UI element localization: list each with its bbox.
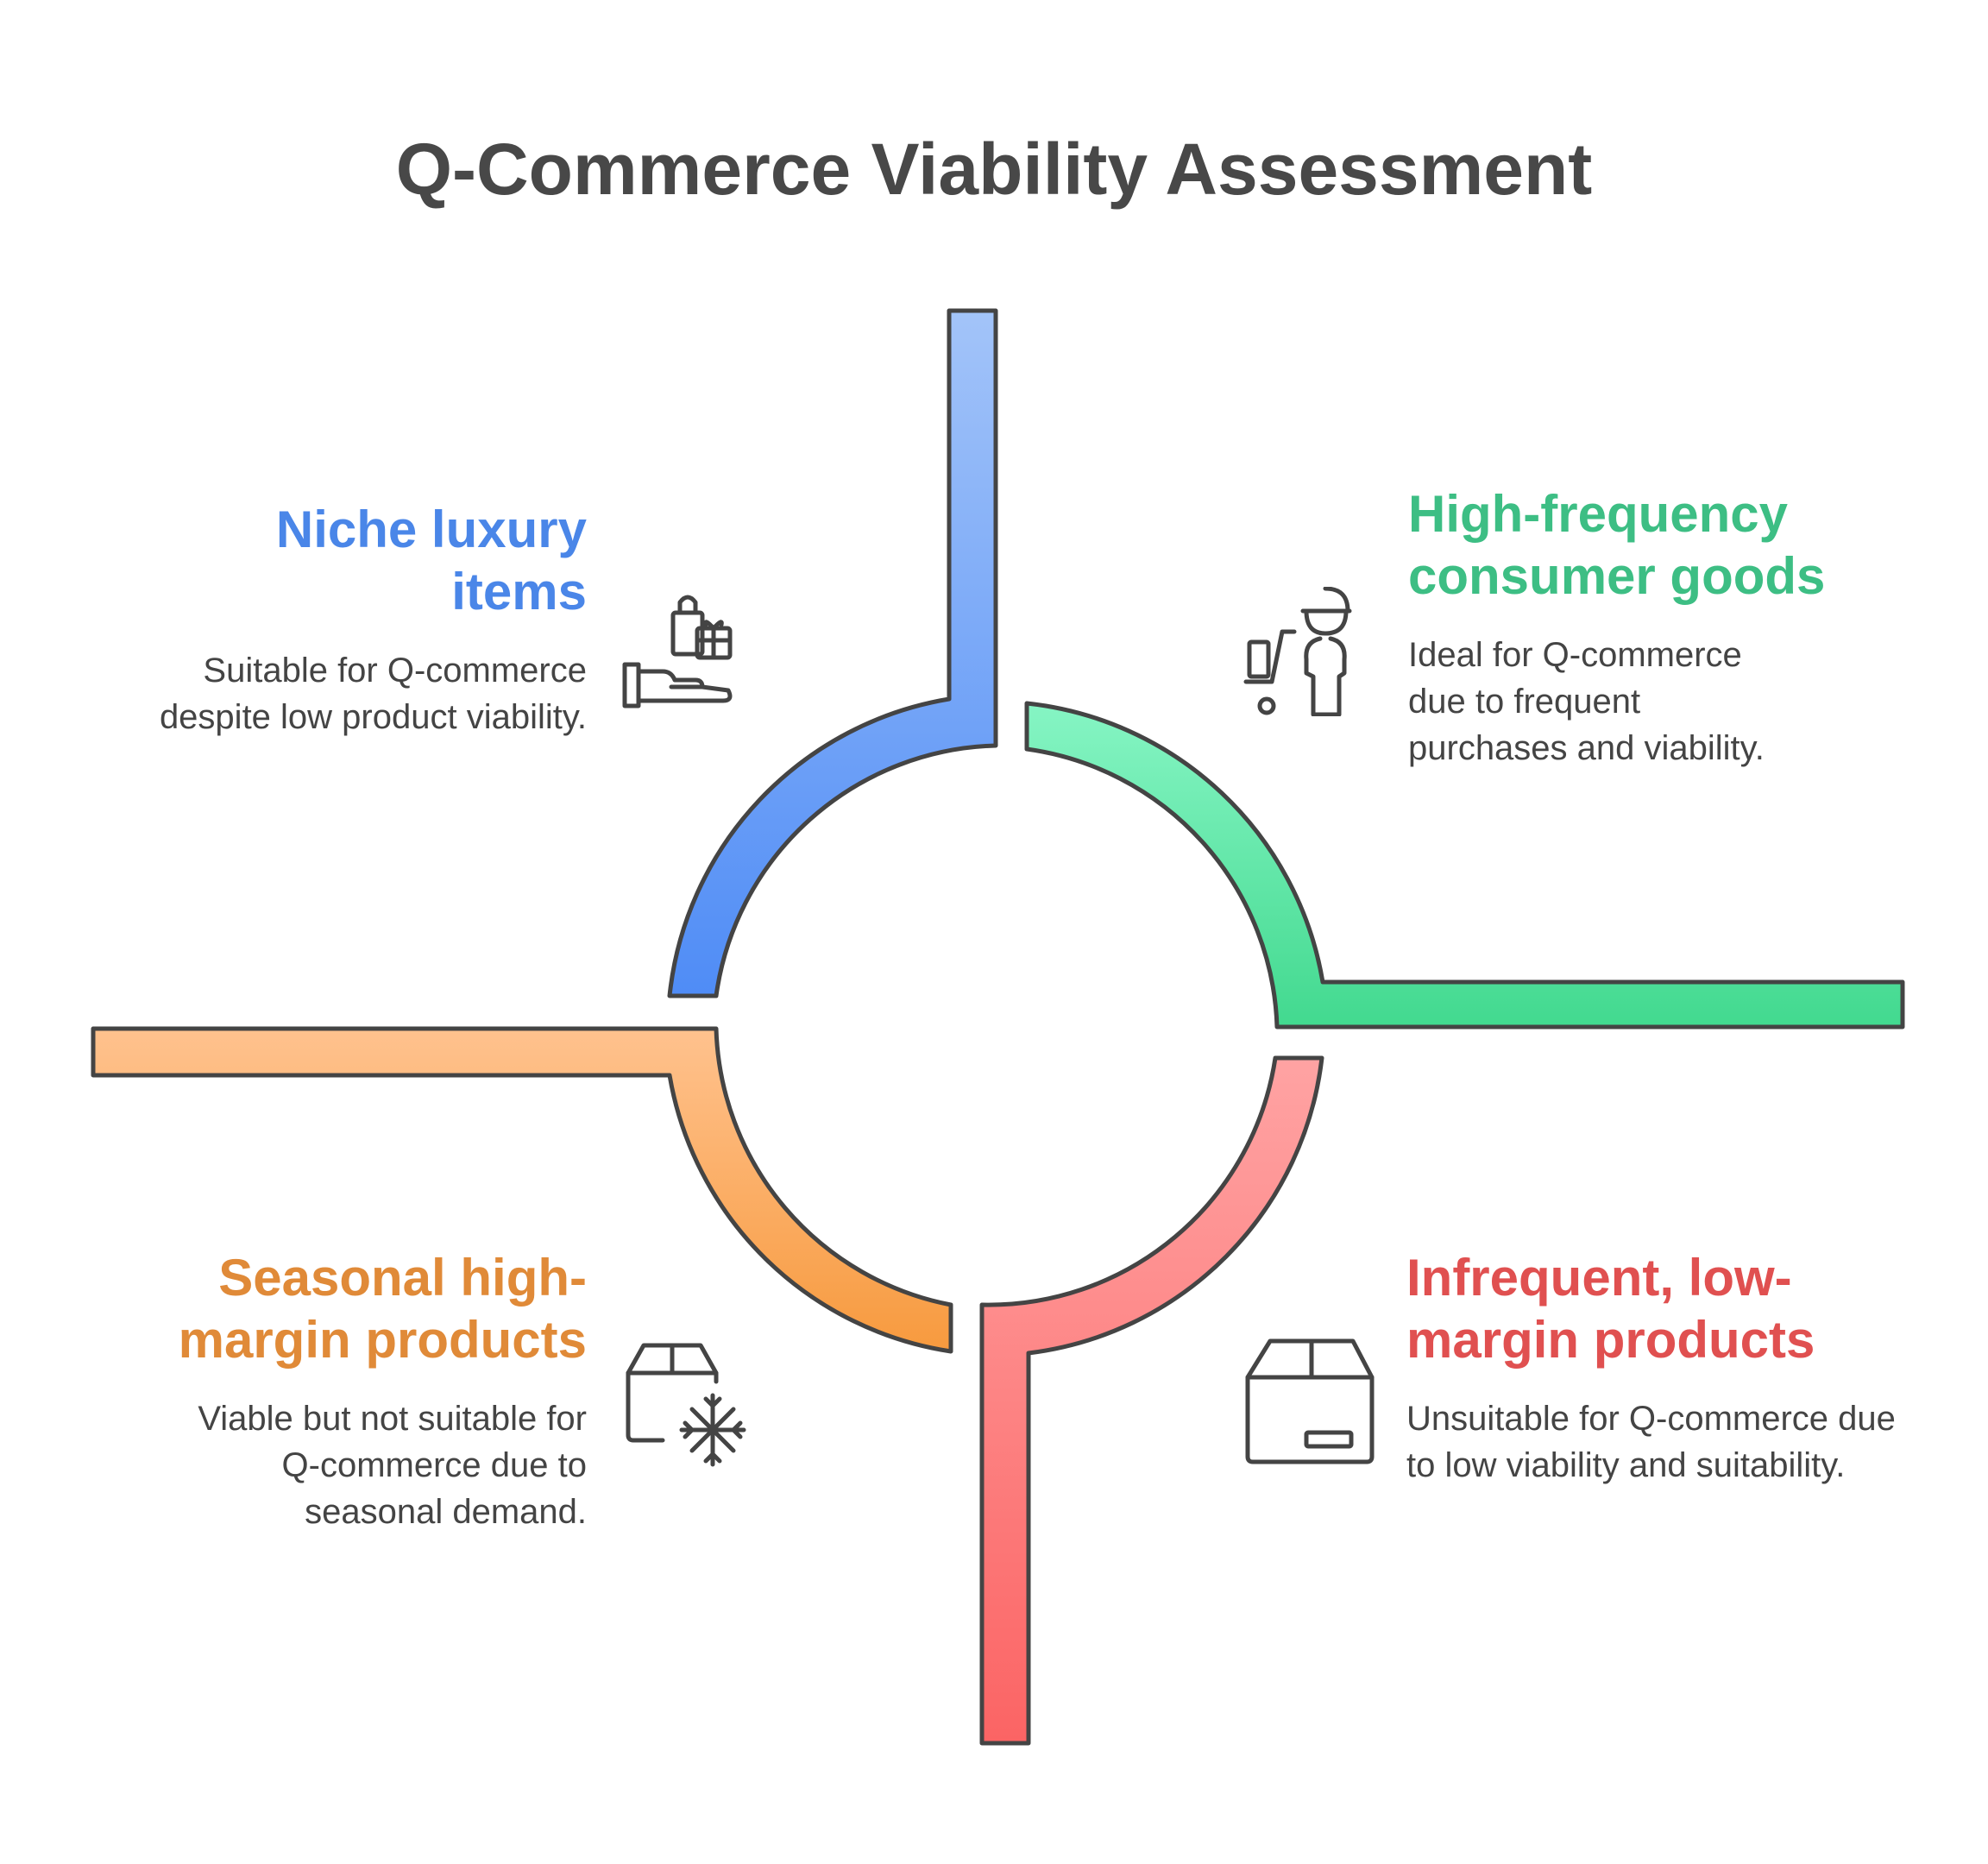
cardboard-box-icon [1245, 1338, 1375, 1464]
quadrant-description: Unsuitable for Q-commerce due to low via… [1406, 1400, 1896, 1484]
quadrant-description: Suitable for Q-commerce despite low prod… [159, 652, 587, 736]
quadrant-description: Viable but not suitable for Q-commerce d… [198, 1400, 587, 1531]
blue-segment [667, 308, 998, 998]
quadrant-seasonal: Seasonal high-margin products Viable but… [173, 1247, 587, 1535]
quadrant-high-frequency: High-frequency consumer goods Ideal for … [1408, 483, 1891, 771]
hand-holding-gift-bag-icon [622, 595, 733, 708]
page-title: Q-Commerce Viability Assessment [395, 129, 1593, 210]
quadrant-infrequent: Infrequent, low-margin products Unsuitab… [1406, 1247, 1924, 1489]
red-segment [979, 1055, 1324, 1746]
green-segment [1024, 701, 1905, 1030]
quadrant-heading: Seasonal high-margin products [178, 1249, 587, 1369]
orange-segment [91, 1026, 953, 1354]
quadrant-niche-luxury: Niche luxury items Suitable for Q-commer… [129, 499, 587, 740]
box-with-snowflake-icon [626, 1343, 746, 1467]
quadrant-heading: Infrequent, low-margin products [1406, 1249, 1815, 1369]
quadrant-heading: High-frequency consumer goods [1408, 485, 1826, 605]
delivery-person-with-cart-icon [1243, 587, 1352, 716]
quadrant-description: Ideal for Q-commerce due to frequent pur… [1408, 636, 1765, 767]
quadrant-heading: Niche luxury items [275, 501, 587, 620]
